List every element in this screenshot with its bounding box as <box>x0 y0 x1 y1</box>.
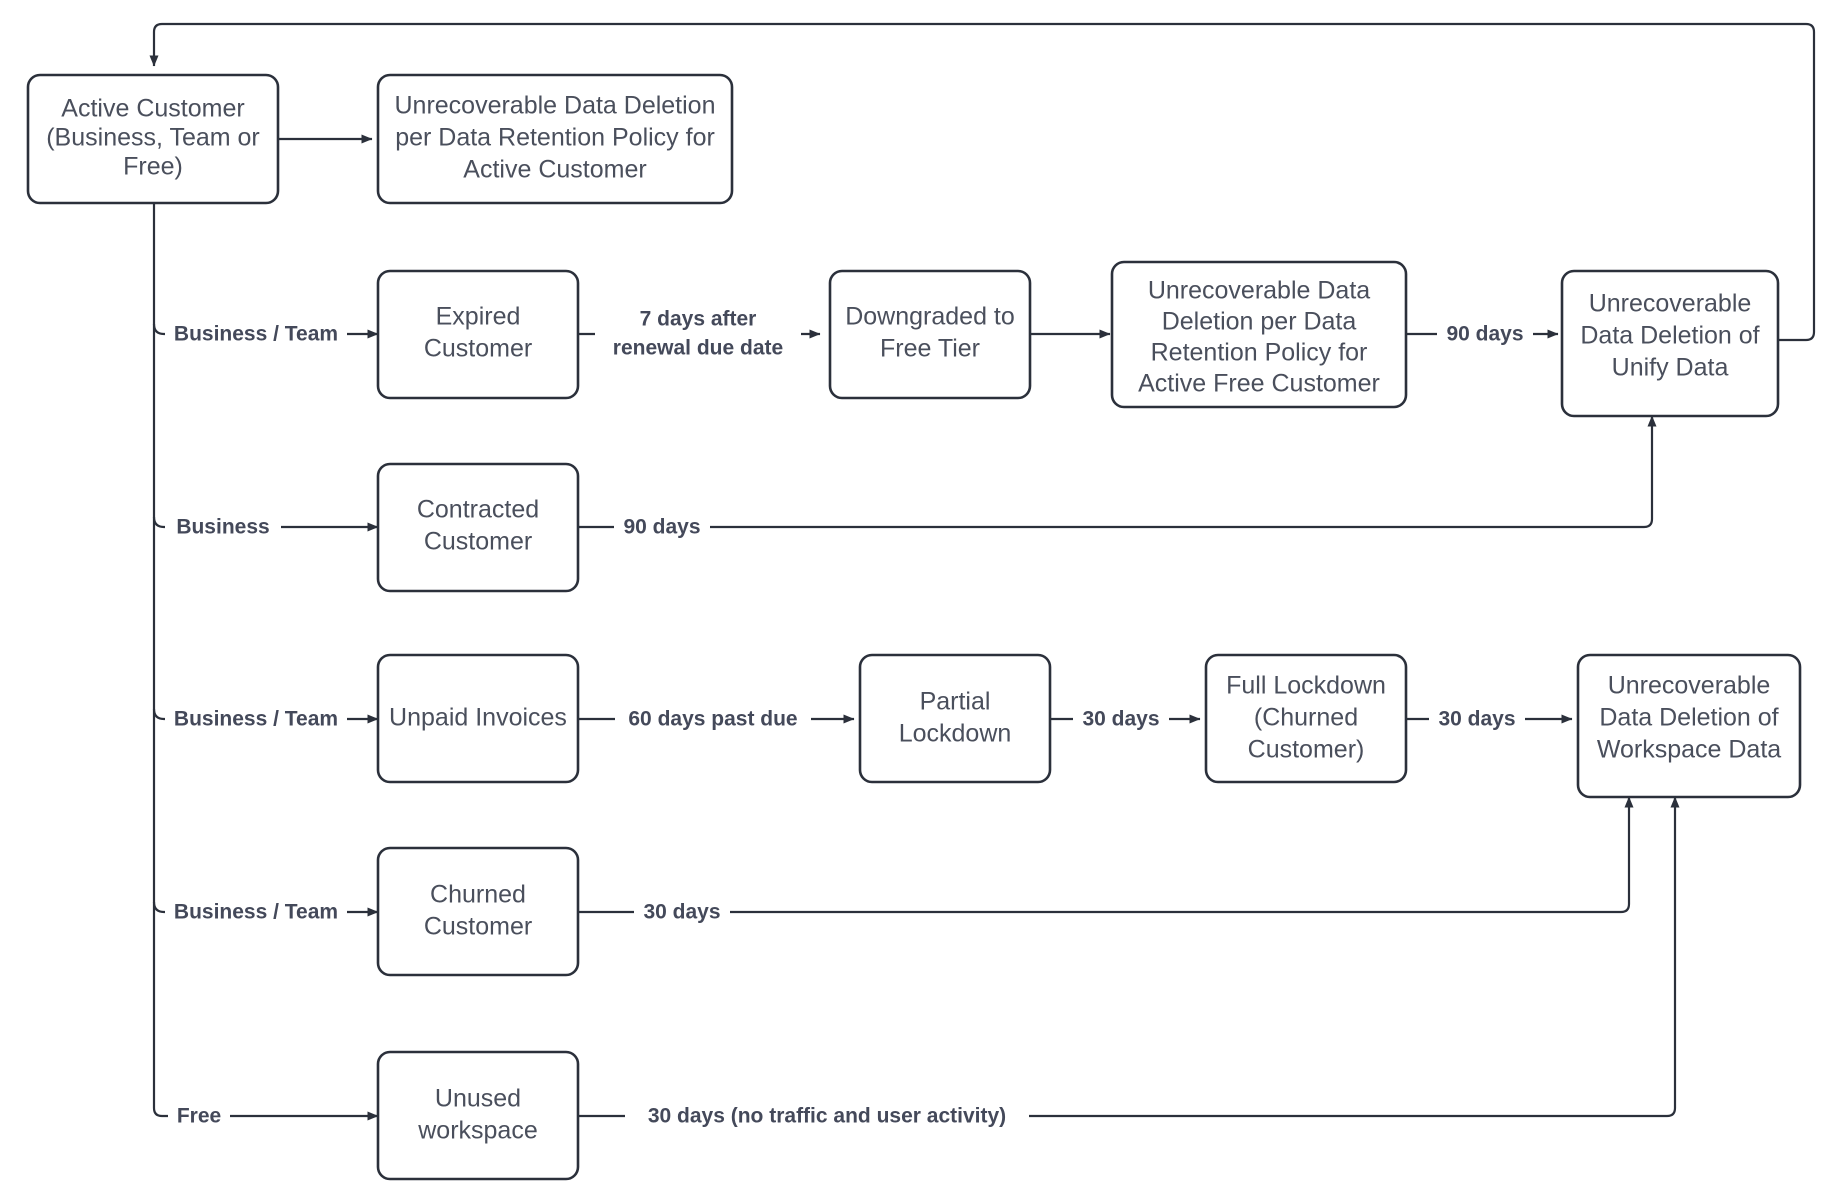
node-deletion-workspace-data-line-1: Data Deletion of <box>1599 704 1778 732</box>
edge-label-branch-contracted: Business <box>165 513 281 542</box>
edge-label-contracted-to-unify-text: 90 days <box>623 516 700 539</box>
edge-active-spine <box>152 203 172 1118</box>
node-deletion-active-customer-line-2: Active Customer <box>463 156 646 184</box>
node-deletion-active-customer-box[interactable] <box>376 73 734 205</box>
node-churned-customer-box[interactable] <box>376 846 580 977</box>
edge-label-free-deletion-to-unify-text: 90 days <box>1446 323 1523 346</box>
node-deletion-active-free-customer-box[interactable] <box>1110 260 1408 409</box>
node-deletion-unify-data-line-1: Data Deletion of <box>1580 322 1759 350</box>
edge-label-branch-contracted-text: Business <box>176 516 269 539</box>
node-downgraded-free-tier-box[interactable] <box>828 269 1032 400</box>
node-expired-customer-line-1: Customer <box>424 335 532 363</box>
node-deletion-workspace-data-line-0: Unrecoverable <box>1608 672 1771 700</box>
node-unused-workspace[interactable]: Unused workspace <box>376 1050 580 1181</box>
node-contracted-customer[interactable]: Contracted Customer <box>376 462 580 593</box>
edge-label-unpaid-to-partial: 60 days past due <box>615 705 811 734</box>
edge-branch-unpaid <box>152 708 379 724</box>
node-deletion-workspace-data-line-2: Workspace Data <box>1597 736 1781 764</box>
node-partial-lockdown-box[interactable] <box>858 653 1052 784</box>
node-partial-lockdown[interactable]: Partial Lockdown <box>858 653 1052 784</box>
edge-branch-contracted <box>152 516 379 532</box>
node-deletion-active-free-customer-line-2: Retention Policy for <box>1151 339 1368 367</box>
edge-label-full-to-workspace-deletion: 30 days <box>1429 705 1525 734</box>
node-deletion-unify-data-line-2: Unify Data <box>1612 354 1729 382</box>
edge-branch-expired <box>152 323 379 339</box>
node-contracted-customer-box[interactable] <box>376 462 580 593</box>
edge-churned-to-workspace-deletion <box>578 796 1634 914</box>
node-churned-customer-line-0: Churned <box>430 881 526 909</box>
node-deletion-unify-data[interactable]: Unrecoverable Data Deletion of Unify Dat… <box>1560 269 1780 418</box>
node-expired-customer-box[interactable] <box>376 269 580 400</box>
edge-label-unpaid-to-partial-text: 60 days past due <box>628 708 797 731</box>
edge-label-expired-to-downgraded-line-1: renewal due date <box>613 337 783 360</box>
node-deletion-active-customer-line-1: per Data Retention Policy for <box>395 124 715 152</box>
node-deletion-active-free-customer-line-0: Unrecoverable Data <box>1148 277 1370 305</box>
node-active-customer-line-0: Active Customer <box>61 95 244 123</box>
node-full-lockdown-line-1: (Churned <box>1254 704 1358 732</box>
node-deletion-active-customer[interactable]: Unrecoverable Data Deletion per Data Ret… <box>376 73 734 205</box>
edge-contracted-to-unify <box>578 415 1657 529</box>
edge-label-branch-unpaid: Business / Team <box>165 705 347 734</box>
node-full-lockdown-line-2: Customer) <box>1248 736 1365 764</box>
edge-label-branch-expired-text: Business / Team <box>174 323 338 346</box>
edge-label-branch-churned: Business / Team <box>165 898 347 927</box>
edge-branch-churned <box>152 901 379 917</box>
node-deletion-active-customer-line-0: Unrecoverable Data Deletion <box>394 92 715 120</box>
node-unused-workspace-line-0: Unused <box>435 1085 521 1113</box>
node-unused-workspace-line-1: workspace <box>417 1117 538 1145</box>
node-deletion-unify-data-line-0: Unrecoverable <box>1589 290 1752 318</box>
node-partial-lockdown-line-0: Partial <box>920 688 991 716</box>
node-churned-customer[interactable]: Churned Customer <box>376 846 580 977</box>
edge-label-unused-to-workspace-deletion: 30 days (no traffic and user activity) <box>625 1102 1029 1131</box>
node-downgraded-free-tier-line-0: Downgraded to <box>845 303 1015 331</box>
edge-unused-to-workspace-deletion <box>578 796 1680 1118</box>
edge-label-contracted-to-unify: 90 days <box>614 513 710 542</box>
node-partial-lockdown-line-1: Lockdown <box>899 720 1012 748</box>
node-unpaid-invoices-box[interactable] <box>376 653 580 784</box>
edge-label-branch-unpaid-text: Business / Team <box>174 708 338 731</box>
node-expired-customer-line-0: Expired <box>436 303 521 331</box>
node-active-customer-box[interactable] <box>26 73 280 205</box>
edge-label-full-to-workspace-deletion-text: 30 days <box>1438 708 1515 731</box>
edge-unify-loop-back <box>149 22 1816 342</box>
edge-label-branch-unused-text: Free <box>177 1105 221 1128</box>
node-unpaid-invoices-line-0: Unpaid Invoices <box>389 704 567 732</box>
edge-label-unused-to-workspace-deletion-text: 30 days (no traffic and user activity) <box>648 1105 1006 1128</box>
node-unused-workspace-box[interactable] <box>376 1050 580 1181</box>
node-downgraded-free-tier[interactable]: Downgraded to Free Tier <box>828 269 1032 400</box>
edge-label-branch-expired: Business / Team <box>165 320 347 349</box>
node-full-lockdown-line-0: Full Lockdown <box>1226 672 1386 700</box>
node-churned-customer-line-1: Customer <box>424 913 532 941</box>
node-unpaid-invoices[interactable]: Unpaid Invoices <box>376 653 580 784</box>
edge-label-churned-to-workspace-deletion: 30 days <box>634 898 730 927</box>
edge-label-expired-to-downgraded: 7 days after renewal due date <box>595 304 801 364</box>
edge-label-branch-churned-text: Business / Team <box>174 901 338 924</box>
edge-label-branch-unused: Free <box>168 1102 230 1131</box>
node-deletion-workspace-data-box[interactable] <box>1576 653 1802 799</box>
node-expired-customer[interactable]: Expired Customer <box>376 269 580 400</box>
edge-label-churned-to-workspace-deletion-text: 30 days <box>643 901 720 924</box>
edge-label-partial-to-full: 30 days <box>1073 705 1169 734</box>
node-downgraded-free-tier-line-1: Free Tier <box>880 335 980 363</box>
edge-label-partial-to-full-text: 30 days <box>1082 708 1159 731</box>
node-active-customer[interactable]: Active Customer (Business, Team or Free) <box>26 73 280 205</box>
node-active-customer-line-2: Free) <box>123 153 183 181</box>
edge-label-free-deletion-to-unify: 90 days <box>1437 320 1533 349</box>
edge-label-expired-to-downgraded-line-0: 7 days after <box>640 308 757 331</box>
node-deletion-unify-data-box[interactable] <box>1560 269 1780 418</box>
node-active-customer-line-1: (Business, Team or <box>46 124 260 152</box>
node-contracted-customer-line-1: Customer <box>424 528 532 556</box>
node-deletion-workspace-data[interactable]: Unrecoverable Data Deletion of Workspace… <box>1576 653 1802 799</box>
node-deletion-active-free-customer[interactable]: Unrecoverable Data Deletion per Data Ret… <box>1110 260 1408 409</box>
node-deletion-active-free-customer-line-3: Active Free Customer <box>1138 370 1380 398</box>
node-deletion-active-free-customer-line-1: Deletion per Data <box>1162 308 1357 336</box>
node-full-lockdown-box[interactable] <box>1204 653 1408 784</box>
node-full-lockdown[interactable]: Full Lockdown (Churned Customer) <box>1204 653 1408 784</box>
node-contracted-customer-line-0: Contracted <box>417 496 539 524</box>
